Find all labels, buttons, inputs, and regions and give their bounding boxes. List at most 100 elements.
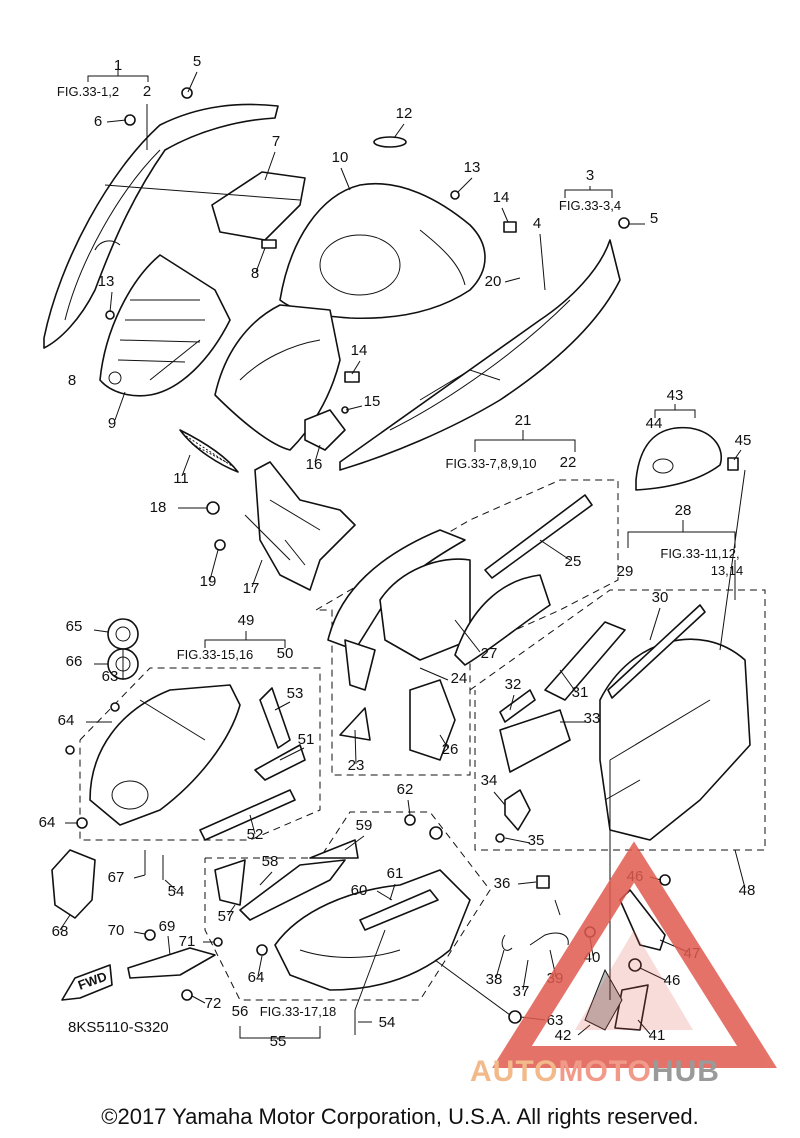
callout-59: 59: [356, 817, 373, 834]
side-panel-part-22: [327, 494, 593, 761]
callout-35: 35: [528, 832, 545, 849]
under-cowl-part-56: [214, 839, 471, 991]
panel-part-7: [211, 171, 306, 241]
callout-1: 1: [114, 57, 122, 74]
lower-cowl-part-29: [499, 604, 751, 841]
callout-33: 33: [584, 710, 601, 727]
callout-2: 2: [143, 83, 151, 100]
fwd-arrow: FWD: [61, 964, 113, 1001]
inner-cowl-part-50: [89, 684, 306, 841]
callout-14: 14: [493, 189, 510, 206]
watermark-logo: [492, 841, 777, 1068]
callout-8: 8: [68, 372, 76, 389]
callout-21: 21: [515, 412, 532, 429]
watermark-hub: HUB: [651, 1055, 720, 1088]
callout-51: 51: [298, 731, 315, 748]
callout-31: 31: [572, 684, 589, 701]
doc-code: 8KS5110-S320: [68, 1019, 169, 1036]
side-fairing-part-4: [339, 239, 621, 471]
figure-reference: FIG.33-3,4: [559, 198, 621, 213]
callout-22: 22: [560, 454, 577, 471]
callout-55: 55: [270, 1033, 287, 1050]
cover-part-43: [635, 426, 722, 491]
side-cowling-part-2: [43, 103, 279, 349]
callout-17: 17: [243, 580, 260, 597]
callout-24: 24: [451, 670, 468, 687]
callout-34: 34: [481, 772, 498, 789]
watermark-auto: AUTO: [470, 1055, 559, 1088]
mesh-part-42: [584, 968, 623, 1031]
callout-63: 63: [547, 1012, 564, 1029]
callout-37: 37: [513, 983, 530, 1000]
duct-part-17: [254, 461, 356, 591]
callout-12: 12: [396, 105, 413, 122]
callout-7: 7: [272, 133, 280, 150]
callout-64: 64: [58, 712, 75, 729]
callout-15: 15: [364, 393, 381, 410]
callout-66: 66: [66, 653, 83, 670]
callout-30: 30: [652, 589, 669, 606]
callout-23: 23: [348, 757, 365, 774]
callout-29: 29: [617, 563, 634, 580]
callout-70: 70: [108, 922, 125, 939]
callout-60: 60: [351, 882, 368, 899]
gasket-part-65: [107, 618, 139, 650]
callout-27: 27: [481, 645, 498, 662]
callout-18: 18: [150, 499, 167, 516]
callout-11: 11: [173, 470, 189, 487]
group-outlines: [79, 479, 766, 1001]
bracket-part-16: [304, 409, 346, 451]
callout-32: 32: [505, 676, 522, 693]
callout-19: 19: [200, 573, 217, 590]
callout-54: 54: [379, 1014, 396, 1031]
figure-reference: FIG.33-1,2: [57, 84, 119, 99]
callout-64: 64: [248, 969, 265, 986]
callout-13: 13: [98, 273, 115, 290]
figure-reference: FIG.33-15,16: [177, 647, 254, 662]
callout-42: 42: [555, 1027, 572, 1044]
callout-53: 53: [287, 685, 304, 702]
callout-71: 71: [179, 933, 196, 950]
callout-54: 54: [168, 883, 185, 900]
callout-5: 5: [650, 210, 658, 227]
callout-52: 52: [247, 826, 264, 843]
emblem-part-12: [373, 136, 407, 148]
callout-13: 13: [464, 159, 481, 176]
figure-reference: 13,14: [711, 563, 744, 578]
callout-63: 63: [102, 668, 119, 685]
callout-8: 8: [251, 265, 259, 282]
callout-45: 45: [735, 432, 752, 449]
callout-4: 4: [533, 215, 541, 232]
figure-references: FIG.33-1,2FIG.33-3,4FIG.33-7,8,9,10FIG.3…: [57, 84, 743, 1019]
callout-25: 25: [565, 553, 582, 570]
fasteners: [65, 87, 739, 1035]
callout-57: 57: [218, 908, 235, 925]
callout-36: 36: [494, 875, 511, 892]
callout-41: 41: [649, 1027, 666, 1044]
callout-46: 46: [664, 972, 681, 989]
mesh-part-11: [179, 429, 239, 473]
callout-10: 10: [332, 149, 349, 166]
callout-67: 67: [108, 869, 125, 886]
figure-reference: FIG.33-7,8,9,10: [445, 456, 536, 471]
watermark-text: AUTOMOTOHUB: [470, 1055, 720, 1089]
callout-26: 26: [442, 741, 459, 758]
callout-43: 43: [667, 387, 684, 404]
watermark-moto: MOTO: [558, 1055, 652, 1088]
callout-62: 62: [397, 781, 414, 798]
callout-49: 49: [238, 612, 255, 629]
callout-9: 9: [108, 415, 116, 432]
callout-38: 38: [486, 971, 503, 988]
callout-6: 6: [94, 113, 102, 130]
callout-3: 3: [586, 167, 594, 184]
figure-reference: FIG.33-11,12,: [660, 546, 739, 561]
callout-20: 20: [485, 273, 502, 290]
figure-reference: FIG.33-17,18: [260, 1004, 337, 1019]
callout-72: 72: [205, 995, 222, 1012]
callout-28: 28: [675, 502, 692, 519]
callout-14: 14: [351, 342, 368, 359]
callout-50: 50: [277, 645, 294, 662]
nose-cowl: [214, 304, 341, 451]
